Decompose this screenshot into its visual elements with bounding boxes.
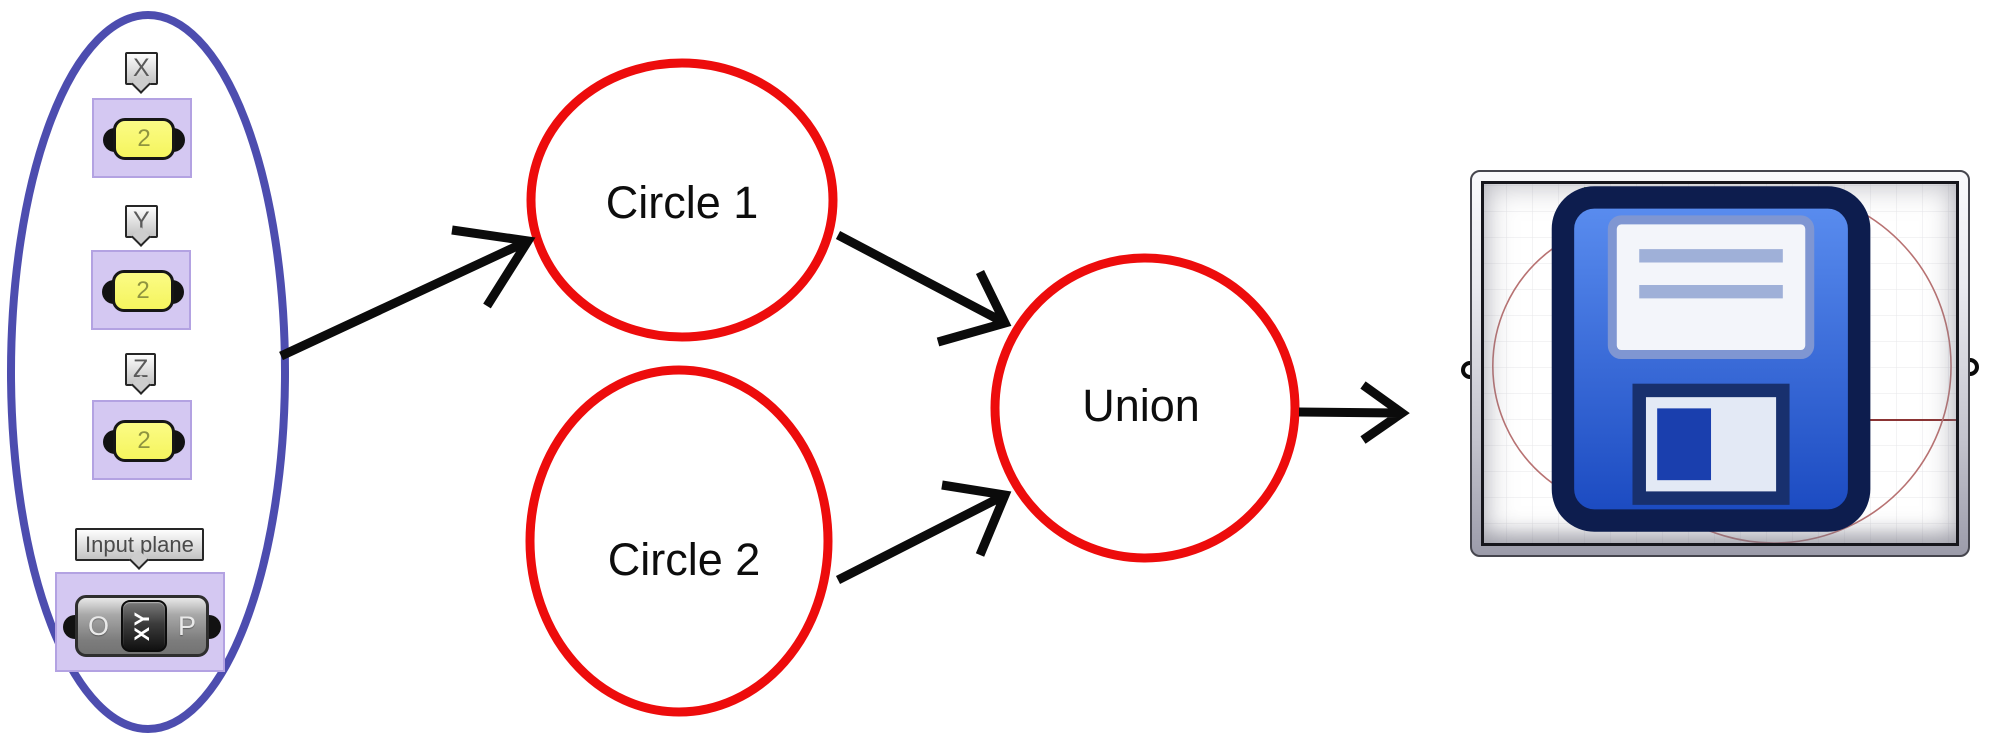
node-circle1 — [526, 58, 838, 342]
slider-x-value: 2 — [137, 125, 151, 152]
node-union-label: Union — [1082, 380, 1200, 431]
slider-y-value: 2 — [136, 277, 150, 304]
slider-z-tag-label: Z — [133, 355, 149, 383]
input-plane-tag: Input plane — [75, 528, 204, 570]
node-union — [990, 253, 1300, 563]
save-icon[interactable] — [1484, 184, 1956, 543]
node-circle2 — [525, 365, 833, 717]
arrow-inputs-to-circle1 — [279, 225, 536, 361]
slider-x-tag-label: X — [133, 54, 150, 82]
plane-component[interactable]: O XY P — [55, 572, 225, 672]
slider-y-tag-label: Y — [133, 207, 150, 235]
union-curve — [1492, 188, 1952, 543]
arrow-circle2-to-union — [835, 480, 1012, 585]
slider-x-tag: X — [125, 52, 158, 94]
xy-plane-icon[interactable]: XY — [120, 600, 167, 652]
arrow-circle1-to-union — [835, 231, 1012, 347]
slider-z[interactable]: 2 — [92, 400, 192, 480]
preview-panel[interactable] — [1470, 170, 1970, 557]
slider-y-tag: Y — [125, 205, 158, 247]
slider-x[interactable]: 2 — [92, 98, 192, 178]
slider-z-knob[interactable]: 2 — [113, 420, 175, 462]
plane-output-p: P — [177, 610, 196, 641]
arrow-union-to-preview — [1298, 381, 1410, 444]
plane-input-o: O — [88, 610, 110, 641]
slider-x-knob[interactable]: 2 — [113, 118, 175, 160]
node-circle1-label: Circle 1 — [605, 177, 759, 228]
slider-z-value: 2 — [137, 427, 151, 454]
xy-plane-capsule[interactable]: O XY P — [75, 595, 209, 657]
xy-plane-icon-label: XY — [131, 610, 155, 642]
inputs-group-ellipse — [7, 11, 289, 733]
preview-viewport[interactable] — [1481, 181, 1959, 546]
node-circle2-label: Circle 2 — [607, 534, 761, 585]
slider-z-tag: Z — [125, 353, 157, 395]
slider-y[interactable]: 2 — [91, 250, 191, 330]
slider-y-knob[interactable]: 2 — [112, 270, 174, 312]
